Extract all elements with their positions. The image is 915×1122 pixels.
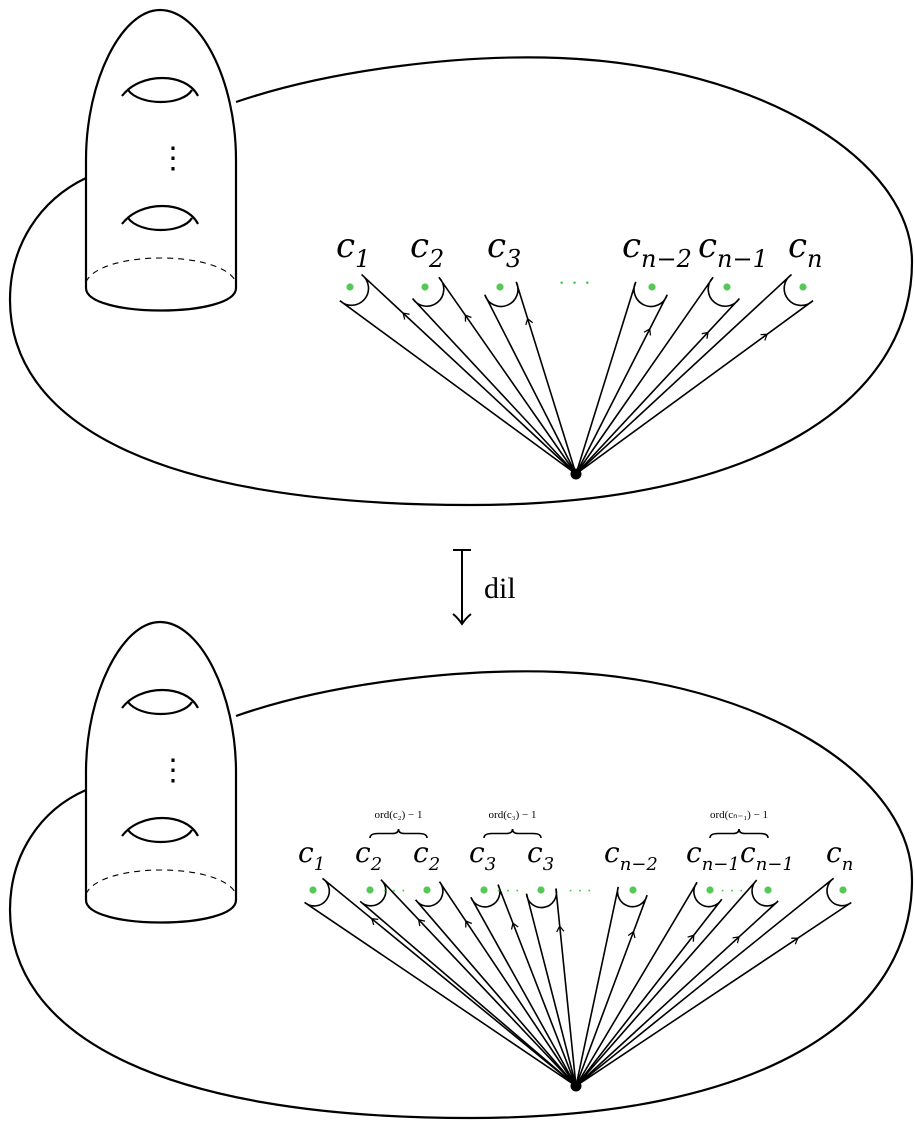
top-puncture-dots: · · · <box>558 270 591 295</box>
puncture-point <box>309 886 317 894</box>
bottom-dots-cn1: · · · <box>720 883 744 900</box>
top-loop-1 <box>339 273 577 475</box>
puncture-point <box>723 283 731 291</box>
bottom-loop-2 <box>359 879 577 1087</box>
top-handle <box>84 8 238 312</box>
bottom-basepoint <box>570 1080 582 1092</box>
top-loop-5 <box>575 276 741 475</box>
bottom-loop-6 <box>575 886 648 1087</box>
top-basepoint <box>570 468 582 480</box>
bottom-label-6: cn−2 <box>604 836 658 875</box>
bottom-loop-4 <box>470 884 577 1087</box>
top-loops <box>339 273 814 475</box>
bottom-loop-3 <box>414 881 577 1087</box>
bottom-surface-outline <box>8 670 914 1120</box>
top-label-3: c3 <box>487 226 521 273</box>
map-arrow-head <box>452 613 472 626</box>
top-surface-outline <box>8 56 914 507</box>
bottom-dots-middle: · · · <box>568 883 592 900</box>
top-loop-4 <box>575 281 668 475</box>
bottom-vdots: ⋮ <box>158 754 188 787</box>
top-label-6: cn <box>788 226 823 273</box>
puncture-point <box>764 886 772 894</box>
brace-label-1: ord(c₂) − 1 <box>375 809 423 821</box>
puncture-point <box>839 886 847 894</box>
bottom-loop-5 <box>525 886 577 1087</box>
puncture-point <box>799 283 807 291</box>
top-label-4: cn−2 <box>622 226 692 273</box>
top-loop-6 <box>575 273 814 475</box>
map-label: dil <box>484 572 516 605</box>
puncture-point <box>496 283 504 291</box>
brace-2: ord(c₃) − 1 <box>483 809 542 839</box>
top-vdots: ⋮ <box>158 142 188 175</box>
puncture-point <box>480 886 488 894</box>
brace-label-2: ord(c₃) − 1 <box>489 809 537 821</box>
bottom-loop-7 <box>575 881 723 1087</box>
top-label-2: c2 <box>410 226 444 273</box>
bottom-label-4: c3 <box>469 836 496 875</box>
bottom-loop-8 <box>575 879 779 1087</box>
bottom-handle <box>84 620 238 924</box>
top-label-1: c1 <box>336 226 370 273</box>
top-genus-hole-2 <box>121 205 199 231</box>
brace-label-3: ord(cₙ₋₁) − 1 <box>710 809 768 821</box>
bottom-loop-1 <box>304 877 577 1087</box>
top-genus-hole-1 <box>121 77 199 103</box>
puncture-point <box>346 283 354 291</box>
bottom-label-9: cn <box>826 836 853 875</box>
bottom-label-8: cn−1 <box>740 836 794 875</box>
bottom-loops <box>304 877 852 1087</box>
top-handle-base-dashed <box>85 257 237 283</box>
puncture-point <box>706 886 714 894</box>
puncture-point <box>423 886 431 894</box>
bottom-genus-hole-2 <box>121 817 199 843</box>
bottom-dots-c3: · · · <box>496 883 520 900</box>
top-label-5: cn−1 <box>698 226 768 273</box>
bottom-label-3: c2 <box>413 836 440 875</box>
bottom-dots-c2: · · · <box>382 883 406 900</box>
puncture-point <box>421 283 429 291</box>
puncture-point <box>648 283 656 291</box>
brace-3: ord(cₙ₋₁) − 1 <box>709 809 769 839</box>
bottom-label-5: c3 <box>527 836 554 875</box>
bottom-braces: ord(c₂) − 1 ord(c₃) − 1 ord(cₙ₋₁) − 1 <box>369 809 769 839</box>
bottom-genus-hole-1 <box>121 689 199 715</box>
puncture-point <box>629 886 637 894</box>
puncture-point <box>366 886 374 894</box>
dil-map: dil <box>452 549 516 626</box>
bottom-label-2: c2 <box>355 836 382 875</box>
bottom-loop-9 <box>575 877 852 1087</box>
bottom-label-1: c1 <box>298 836 325 875</box>
brace-1: ord(c₂) − 1 <box>369 809 428 839</box>
bottom-handle-base-dashed <box>85 869 237 895</box>
puncture-point <box>537 886 545 894</box>
bottom-label-7: cn−1 <box>686 836 740 875</box>
top-loop-3 <box>484 281 577 475</box>
top-loop-2 <box>411 276 577 475</box>
